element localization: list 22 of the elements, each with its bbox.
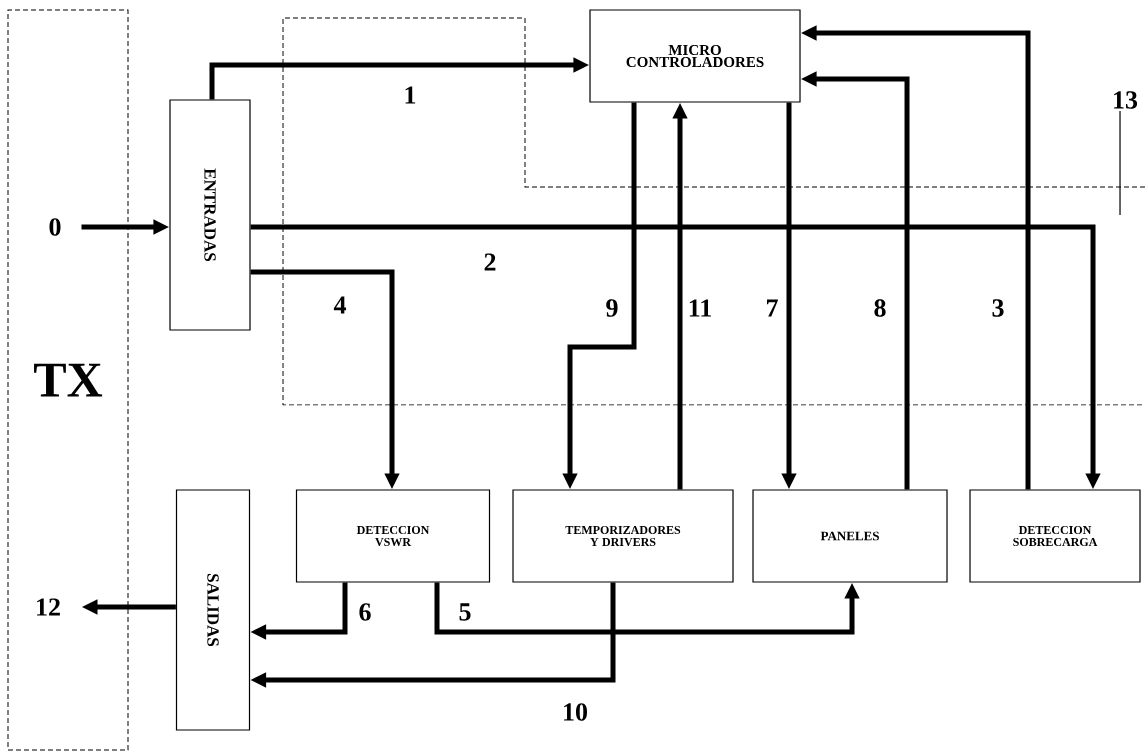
block-box: MICRO CONTROLADORES xyxy=(589,9,801,103)
block-box: PANELES xyxy=(752,489,948,583)
edge-label: 8 xyxy=(874,299,886,317)
block-box: TEMPORIZADORES Y DRIVERS xyxy=(512,489,734,583)
block-box: DETECCION VSWR xyxy=(295,489,491,583)
block-box: SALIDAS xyxy=(175,489,251,731)
edge-label: 10 xyxy=(564,703,587,721)
edge-label: 6 xyxy=(359,603,371,621)
edge-label: 11 xyxy=(689,299,711,317)
leader-line xyxy=(1119,110,1121,216)
edge-label: 2 xyxy=(484,253,496,271)
edge-label: 1 xyxy=(405,86,416,104)
block-box: DETECCION SOBRECARGA xyxy=(969,489,1141,583)
edge-label: 7 xyxy=(767,299,778,317)
edge-label: 3 xyxy=(992,299,1004,317)
edge-label: 12 xyxy=(37,598,60,616)
edge-label: 9 xyxy=(606,299,618,317)
edge-label: 4 xyxy=(333,296,346,314)
edge-label: 0 xyxy=(49,218,61,236)
callout-number: 13 xyxy=(1114,91,1138,109)
edge-label: 5 xyxy=(459,603,471,621)
block-box: ENTRADAS xyxy=(169,99,251,331)
